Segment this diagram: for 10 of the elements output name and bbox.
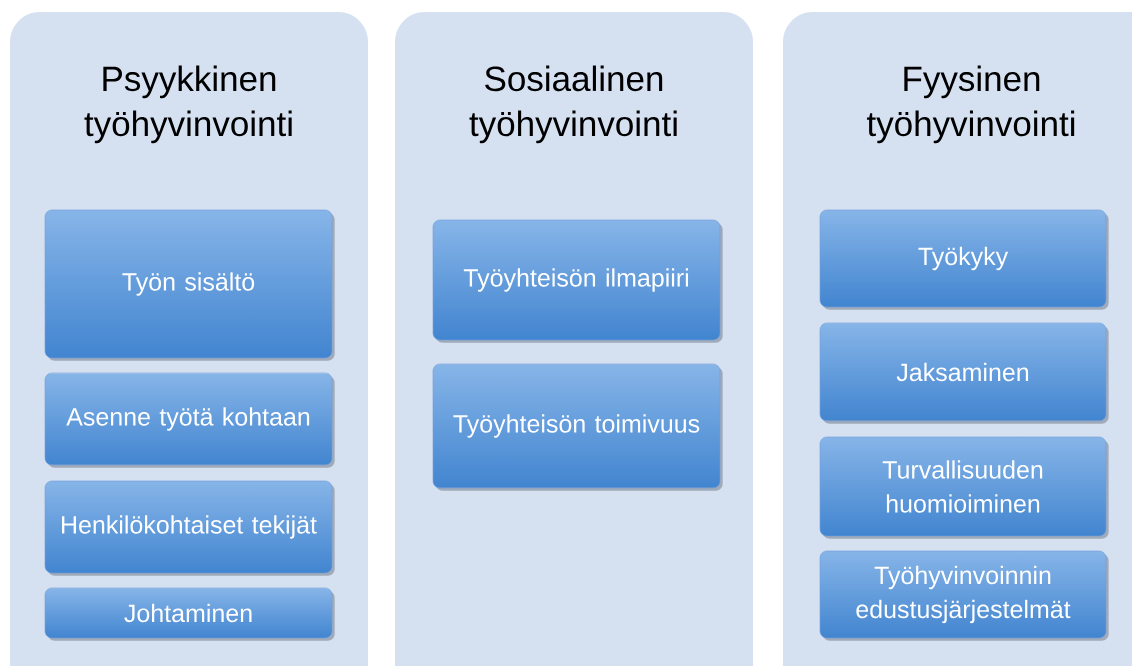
- topic-box: Työhyvinvoinnin edustusjärjestelmät: [819, 550, 1109, 641]
- topic-box: Johtaminen: [44, 587, 335, 641]
- topic-box: Työyhteisön ilmapiiri: [432, 219, 723, 343]
- topic-box: Asenne työtä kohtaan: [44, 372, 335, 468]
- topic-box: Jaksaminen: [819, 322, 1109, 424]
- topic-box: Henkilökohtaiset tekijät: [44, 480, 335, 576]
- topic-box: Turvallisuuden huomioiminen: [819, 436, 1109, 539]
- topic-box: Työkyky: [819, 209, 1109, 310]
- topic-box: Työyhteisön toimivuus: [432, 363, 723, 491]
- topic-box: Työn sisältö: [44, 209, 335, 361]
